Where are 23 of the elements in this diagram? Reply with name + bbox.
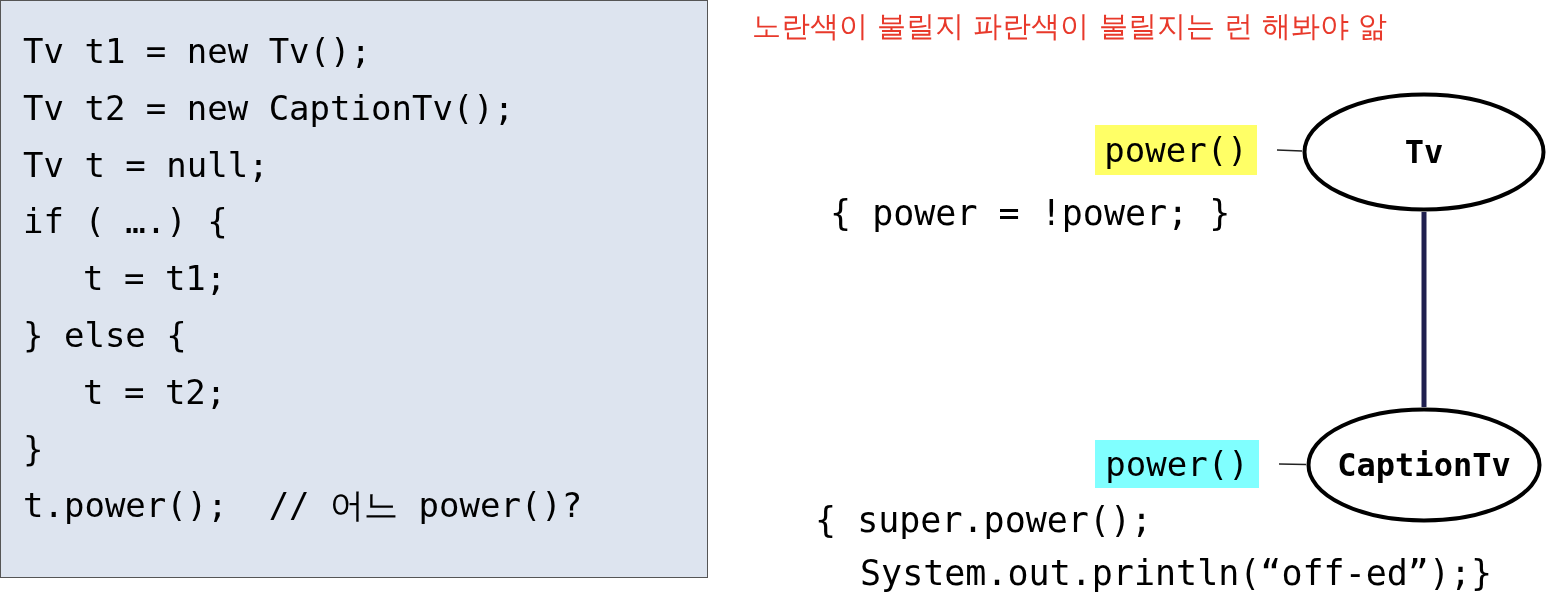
- note-text: 노란색이 불릴지 파란색이 불릴지는 런 해봐야 앎: [752, 8, 1388, 45]
- code-line: t = t1;: [83, 258, 227, 299]
- code-line: Tv t2 = new CaptionTv();: [23, 87, 515, 128]
- connector-line: [1276, 149, 1303, 152]
- code-line: } else {: [23, 315, 187, 355]
- code-line: Tv t1 = new Tv();: [23, 31, 371, 71]
- method-body-code: { power = !power; }: [830, 193, 1231, 233]
- highlighted-method: power(): [1095, 440, 1259, 488]
- connector-line: [1278, 463, 1307, 466]
- class-name: Tv: [1403, 132, 1445, 172]
- method-body-code: { super.power();: [815, 500, 1153, 540]
- code-line: Tv t = null;: [23, 144, 269, 185]
- code-panel: [0, 0, 708, 578]
- code-line: }: [23, 428, 44, 469]
- method-body-code: System.out.println(“off-ed”);}: [860, 553, 1493, 593]
- highlighted-method: power(): [1095, 125, 1257, 175]
- connector-line: [1421, 212, 1427, 407]
- class-name: CaptionTv: [1336, 445, 1512, 485]
- class-ellipse: [1302, 92, 1546, 212]
- code-line: if ( ….) {: [23, 201, 228, 242]
- class-ellipse: [1306, 407, 1542, 523]
- code-line: t = t2;: [83, 371, 227, 412]
- code-line: t.power(); // 어느 power()?: [23, 485, 583, 526]
